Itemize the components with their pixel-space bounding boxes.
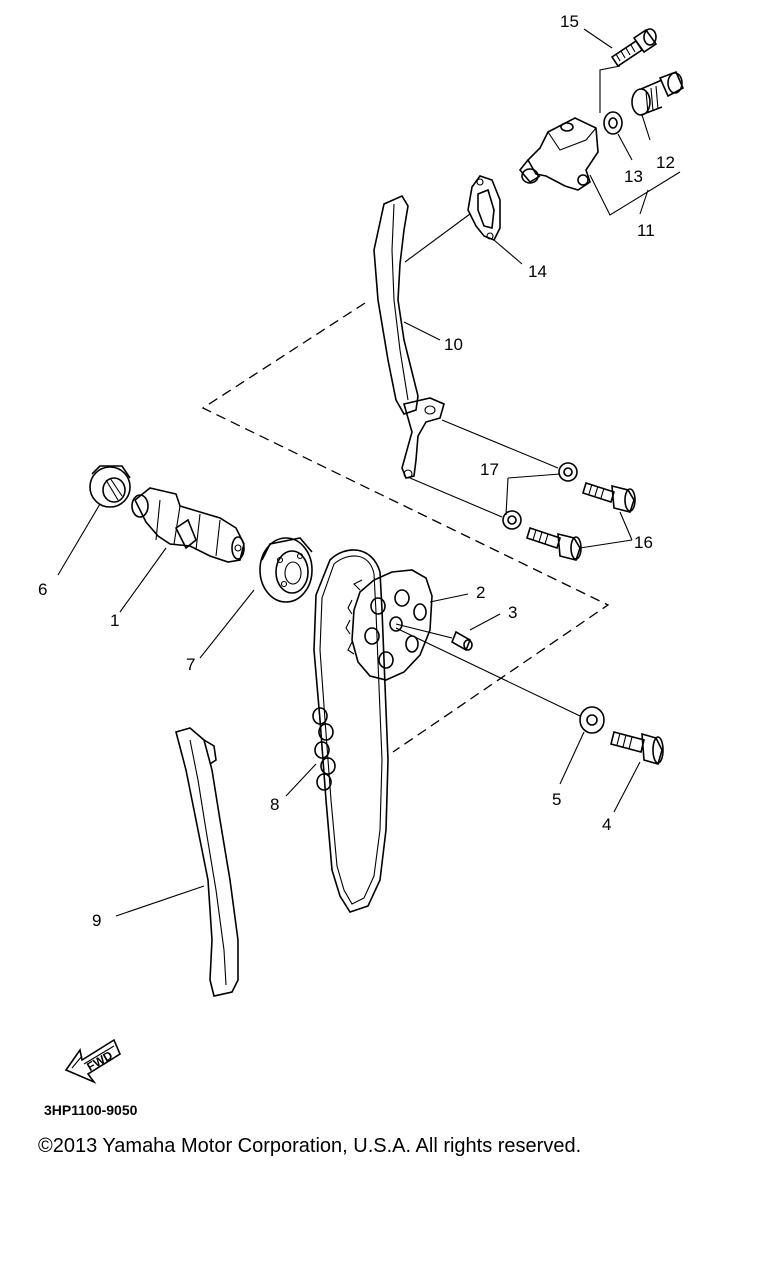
diagram-code: 3HP1100-9050	[44, 1102, 138, 1118]
part-8-cam-chain	[312, 549, 389, 913]
callout-5: 5	[552, 790, 561, 809]
callout-9: 9	[92, 911, 101, 930]
callout-10: 10	[444, 335, 463, 354]
callout-3: 3	[508, 603, 517, 622]
callout-12: 12	[656, 153, 675, 172]
fwd-arrow-icon: FWD	[64, 1038, 122, 1084]
assembly-outline	[201, 302, 610, 753]
callout-8: 8	[270, 795, 279, 814]
callout-13: 13	[624, 167, 643, 186]
part-17-washers	[409, 419, 578, 530]
part-16-bolts	[526, 481, 636, 561]
callout-17: 17	[480, 460, 499, 479]
callout-labels: 15 12 13 11 14 10 17 16 6 2 3 1 7 5 8 4 …	[38, 12, 675, 930]
callout-15: 15	[560, 12, 579, 31]
callout-11: 11	[637, 221, 655, 240]
part-9-chain-guide	[175, 727, 239, 997]
part-12-plug-bolt	[631, 70, 685, 116]
callout-14: 14	[528, 262, 547, 281]
part-5-washer	[395, 627, 605, 734]
copyright-notice: ©2013 Yamaha Motor Corporation, U.S.A. A…	[38, 1135, 582, 1157]
fwd-label: FWD	[84, 1048, 115, 1074]
part-3-pin	[395, 623, 473, 652]
callout-1: 1	[110, 611, 119, 630]
leader-lines	[57, 28, 681, 917]
callout-4: 4	[602, 815, 611, 834]
part-2-cam-sprocket	[345, 569, 433, 681]
part-6-bearing	[89, 465, 131, 508]
callout-7: 7	[186, 655, 195, 674]
part-13-washer	[603, 111, 623, 135]
part-14-gasket	[404, 175, 501, 263]
part-15-bolt	[599, 28, 658, 113]
part-7-bearing	[259, 537, 313, 603]
callout-6: 6	[38, 580, 47, 599]
part-4-bolt	[610, 731, 664, 765]
callout-16: 16	[634, 533, 653, 552]
part-11-cam-chain-tensioner	[518, 117, 599, 191]
part-10-chain-guide	[373, 194, 445, 479]
part-1-camshaft	[131, 487, 245, 563]
callout-2: 2	[476, 583, 485, 602]
